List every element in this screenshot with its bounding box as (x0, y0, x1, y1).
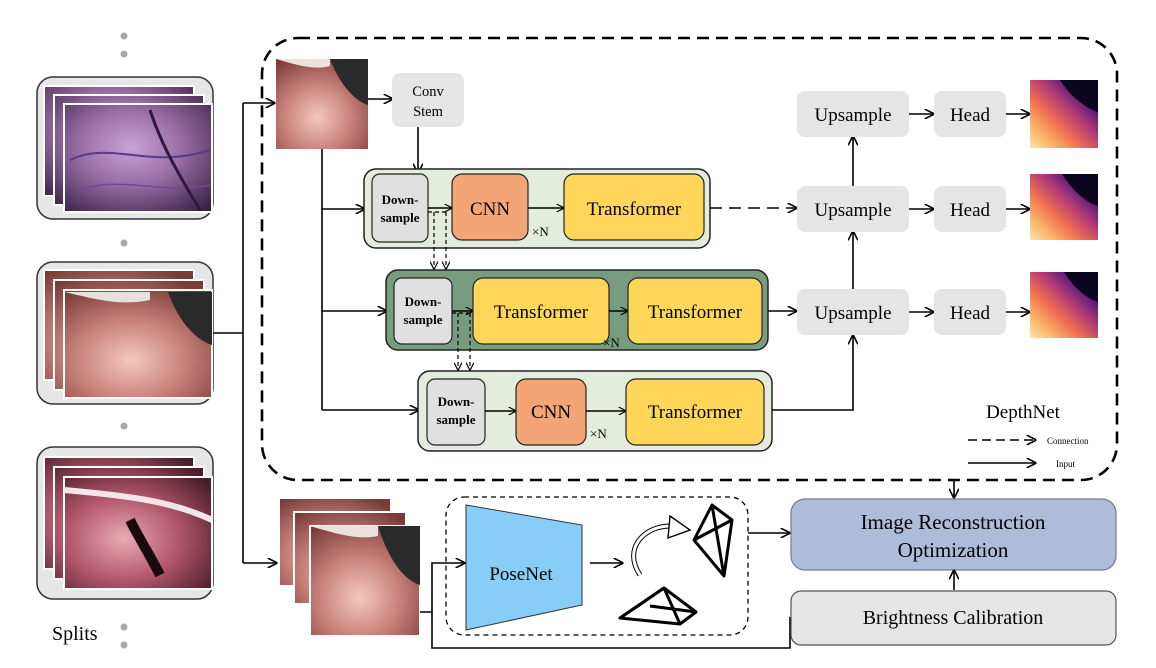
stage-3-times-n: ×N (590, 426, 607, 441)
stage-3-downsample-box (426, 378, 486, 446)
split-dot-middle-1 (120, 239, 128, 247)
stage-2: Down- sample Transformer Transformer ×N (385, 269, 769, 351)
splits-label: Splits (52, 623, 98, 645)
stage-3-cnn-label: CNN (531, 402, 571, 423)
stage-3-cnn-box (515, 378, 587, 446)
head-box-2: Head (934, 186, 1006, 232)
connection-stage1-stage2 (428, 211, 446, 268)
head-label-1: Head (950, 105, 991, 126)
depth-map-3 (1030, 272, 1098, 338)
connection-stage2-stage3 (452, 312, 470, 369)
split-frames-1 (36, 76, 214, 220)
stage-1-transformer-label: Transformer (587, 199, 682, 220)
upsample-label-2: Upsample (814, 200, 891, 221)
upsample-box-3: Upsample (797, 289, 909, 335)
stage-2-downsample-box (393, 277, 453, 345)
head-label-3: Head (950, 303, 991, 324)
conv-stem-label-1: Conv (412, 84, 444, 100)
posenet-block: PoseNet (465, 504, 583, 631)
depthnet-legend: Connection Input (968, 436, 1089, 469)
split-dots-bottom (120, 623, 128, 649)
stage-3: Down- sample CNN ×N Transformer (417, 370, 773, 452)
stage-1-downsample-box (371, 173, 429, 243)
image-reconstruction-box: Image Reconstruction Optimization (790, 498, 1117, 571)
stage-1: Down- sample CNN ×N Transformer (363, 168, 711, 249)
stage-2-downsample-label-2: sample (404, 312, 443, 327)
upsample-label-3: Upsample (814, 303, 891, 324)
depthnet-trunk (321, 149, 418, 410)
stage-1-cnn-label: CNN (470, 199, 510, 220)
stage-3-downsample-label-2: sample (437, 412, 476, 427)
images-to-brightness-arrow (431, 612, 791, 649)
stage-2-downsample-label-1: Down- (405, 294, 442, 309)
images-to-posenet-arrow (420, 563, 464, 613)
head-box-3: Head (934, 289, 1006, 335)
depthnet-input-image (276, 59, 368, 149)
brightness-label: Brightness Calibration (863, 607, 1044, 629)
stage-2-times-n: ×N (603, 335, 620, 350)
upsample-box-1: Upsample (797, 91, 909, 137)
stage3-to-upsample (772, 336, 853, 411)
stage-3-transformer-label: Transformer (648, 402, 743, 423)
stage-1-downsample-label-1: Down- (382, 192, 419, 207)
depthnet-title: DepthNet (986, 402, 1061, 423)
legend-connection-label: Connection (1047, 436, 1089, 446)
camera-pose-icon (618, 586, 698, 626)
depthnet-dashed-frame (260, 36, 1119, 482)
split-dots-top (120, 32, 128, 58)
head-box-1: Head (934, 91, 1006, 137)
rotation-arrow-icon (631, 514, 692, 577)
stage-2-transformer-label-2: Transformer (648, 302, 743, 323)
upsample-label-1: Upsample (814, 105, 891, 126)
stage-2-transformer-box-2 (627, 277, 763, 345)
brightness-calibration-box: Brightness Calibration (790, 590, 1117, 646)
stage-2-transformer-label-1: Transformer (494, 302, 589, 323)
legend-input-label: Input (1056, 459, 1075, 469)
depth-map-1 (1030, 80, 1098, 148)
split-frames-2 (36, 261, 214, 405)
posenet-label: PoseNet (489, 564, 553, 585)
split-frames-3 (36, 446, 214, 600)
camera-pose-icon-rotated (692, 503, 734, 578)
stage-1-cnn-box (451, 173, 529, 241)
split-dot-middle-2 (120, 422, 128, 430)
posenet-dashed-frame (445, 496, 749, 636)
reconstruction-label-2: Optimization (898, 538, 1009, 562)
depth-map-2 (1030, 174, 1098, 240)
stage-1-times-n: ×N (532, 224, 549, 239)
conv-stem-box: Conv Stem (392, 73, 464, 127)
stage-3-transformer-box (625, 378, 765, 446)
stage-1-downsample-label-2: sample (381, 210, 420, 225)
upsample-box-2: Upsample (797, 186, 909, 232)
head-label-2: Head (950, 200, 991, 221)
posenet-input-images (278, 497, 421, 637)
split-connectors (213, 103, 276, 563)
conv-stem-label-2: Stem (413, 104, 444, 120)
stage-1-transformer-box (563, 173, 705, 241)
stage-3-downsample-label-1: Down- (438, 394, 475, 409)
reconstruction-label-1: Image Reconstruction (861, 510, 1046, 534)
